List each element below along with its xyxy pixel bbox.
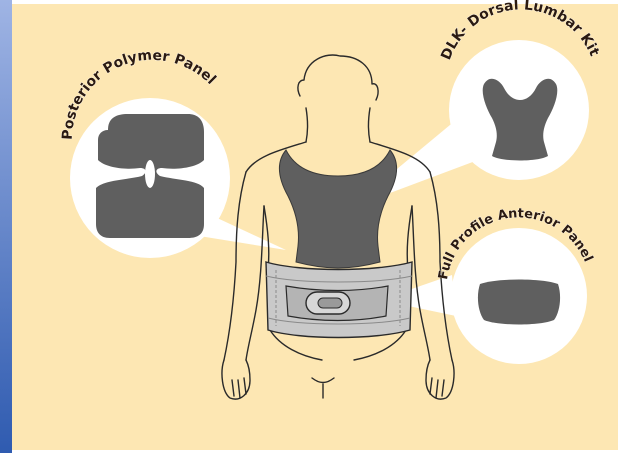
side-stripe	[0, 0, 12, 453]
lumbar-brace-belt	[266, 262, 412, 338]
anterior-panel-shape	[478, 280, 560, 325]
posterior-panel-slot	[145, 160, 155, 188]
